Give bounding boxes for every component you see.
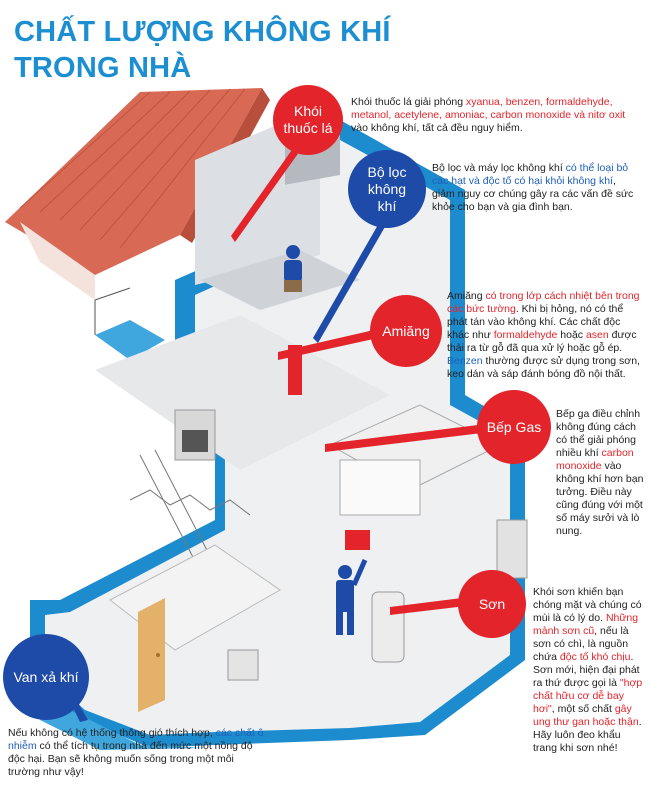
middle-floor [95, 315, 390, 470]
text-smoke: Khói thuốc lá giải phóng xyanua, benzen,… [351, 96, 641, 135]
paint-patch [345, 530, 370, 550]
kitchen-counter [339, 459, 421, 516]
text-paint-g: , một số chất [551, 703, 615, 715]
text-asbestos-b: có trong lớp cách nhiệt bên trong các bứ… [447, 290, 640, 315]
text-filter: Bộ lọc và máy lọc không khí có thể loại … [432, 162, 640, 214]
text-asbestos-e: hoặc [557, 329, 586, 341]
title-line-2: TRONG NHÀ [14, 52, 192, 84]
text-paint-c: , nếu là sơn có chì, là nguồn chứa [533, 625, 629, 663]
bubble-gas: Bếp Gas [477, 390, 551, 464]
text-paint-e: . Sơn mới, hiện đại phát ra thứ được gọi… [533, 651, 640, 689]
text-asbestos: Amiăng có trong lớp cách nhiệt bên trong… [447, 290, 640, 381]
water-heater [371, 591, 405, 663]
text-paint: Khói sơn khiến bạn chóng mặt và chúng có… [533, 586, 643, 755]
asbestos-column [288, 345, 302, 395]
text-asbestos-c: . Khi bị hỏng, nó có thể phát tán vào kh… [447, 303, 624, 341]
bubble-vent-label: Van xả khí [13, 668, 79, 685]
text-vent-c: có thể tích tụ trong nhà đến mức một nồn… [8, 740, 253, 778]
page-title: CHẤT LƯỢNG KHÔNG KHÍ TRONG NHÀ [14, 14, 434, 86]
sink [227, 649, 259, 681]
text-asbestos-h: Benzen [447, 355, 483, 367]
water-area [30, 690, 205, 750]
text-asbestos-i: thường được sử dụng trong sơn, keo dán v… [447, 355, 640, 380]
text-paint-h: gây ung thư gan hoặc thận [533, 703, 639, 728]
bubble-paint-label: Sơn [478, 595, 506, 612]
text-asbestos-f: asen [585, 329, 609, 341]
attic-person-head [286, 245, 300, 259]
painter-body [336, 580, 354, 612]
bubble-paint: Sơn [458, 570, 526, 638]
bubble-filter: Bộ lọc không khí [348, 150, 426, 228]
attic-person-body [284, 260, 302, 282]
bubble-smoke-label: Khói thuốc lá [283, 103, 333, 136]
text-smoke-c: vào không khí, tất cả đều nguy hiểm. [351, 122, 523, 134]
bubble-vent: Van xả khí [3, 634, 89, 720]
roof [5, 88, 262, 275]
text-paint-d: độc tố khó chịu [559, 651, 631, 663]
text-paint-a: Khói sơn khiến bạn chóng mặt và chúng có… [533, 586, 642, 624]
attic-chair [284, 280, 302, 292]
title-line-1: CHẤT LƯỢNG KHÔNG KHÍ [14, 16, 391, 48]
text-gas-c: vào không khí hơn bạn tưởng. Điều này cũ… [556, 460, 644, 537]
text-filter-b: có thể loại bỏ các hạt và độc tố có hại … [432, 162, 629, 187]
text-paint-i: . Hãy luôn đeo khẩu trang khi sơn nhé! [533, 716, 642, 754]
text-smoke-b: xyanua, benzen, formaldehyde, metanol, a… [351, 96, 626, 121]
text-asbestos-a: Amiăng [447, 290, 486, 302]
text-filter-c: , giảm nguy cơ chúng gây ra các vấn đề s… [432, 175, 634, 213]
bubble-asbestos: Amiăng [370, 295, 442, 367]
bubble-gas-label: Bếp Gas [486, 418, 542, 435]
bubble-filter-label: Bộ lọc không khí [367, 163, 407, 214]
text-smoke-a: Khói thuốc lá giải phóng [351, 96, 467, 108]
text-vent-a: Nếu không có hệ thống thông gió thích hợ… [8, 727, 216, 739]
text-gas-a: Bếp ga điều chỉnh không đúng cách có thể… [556, 408, 641, 459]
text-gas: Bếp ga điều chỉnh không đúng cách có thể… [556, 408, 644, 538]
stair-opening [95, 320, 165, 360]
bubble-asbestos-label: Amiăng [382, 322, 430, 339]
attic-floor [200, 250, 360, 310]
fridge [496, 519, 528, 579]
text-vent: Nếu không có hệ thống thông gió thích hợ… [8, 727, 266, 779]
text-gas-b: carbon monoxide [556, 447, 634, 472]
text-paint-f: "hợp chất hữu cơ dễ bay hơi" [533, 677, 643, 715]
painter-head [338, 565, 352, 579]
text-asbestos-g: được thải ra từ gỗ đã qua xử lý hoặc gỗ … [447, 329, 637, 354]
roof-underside [20, 222, 95, 300]
text-paint-b: Những mảnh sơn cũ [533, 612, 639, 637]
text-vent-b: các chất ô nhiễm [8, 727, 264, 752]
door [138, 598, 165, 712]
text-asbestos-d: formaldehyde [493, 329, 558, 341]
text-filter-a: Bộ lọc và máy lọc không khí [432, 162, 566, 174]
bubble-smoke: Khói thuốc lá [273, 85, 343, 155]
